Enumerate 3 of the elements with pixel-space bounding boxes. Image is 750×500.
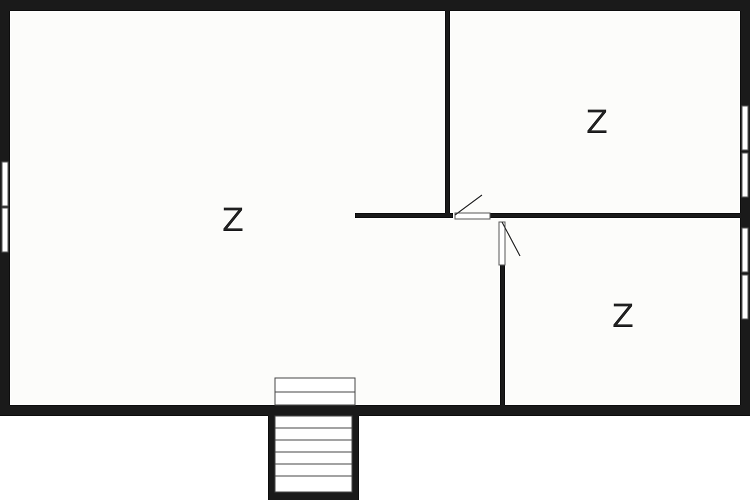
room-label: Z xyxy=(610,298,636,334)
room-label: Z xyxy=(220,202,246,238)
room-label: Z xyxy=(584,104,610,140)
